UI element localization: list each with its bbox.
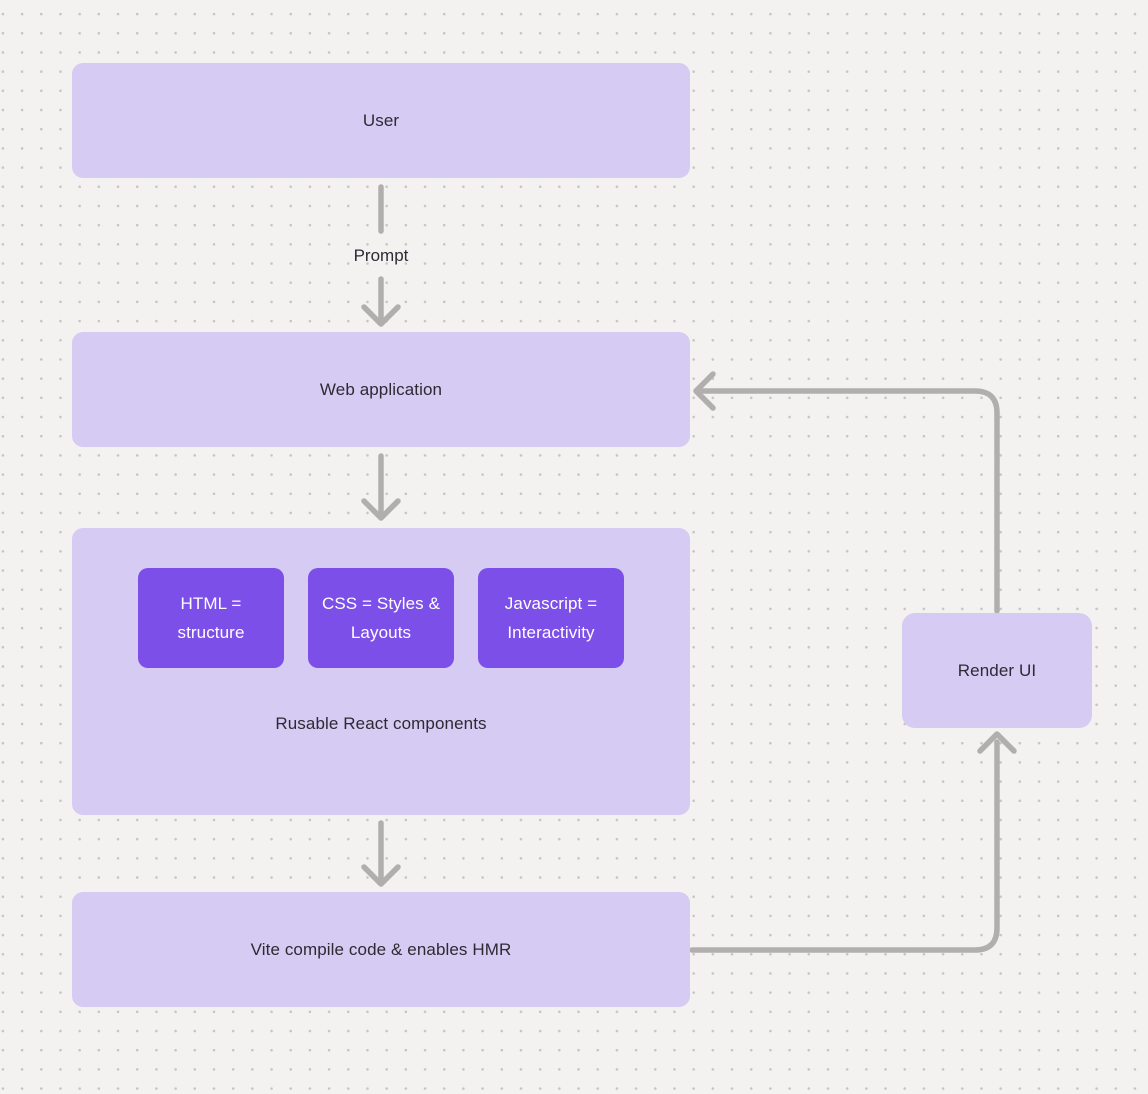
node-css: CSS = Styles & Layouts bbox=[308, 568, 454, 668]
node-render-ui-label: Render UI bbox=[957, 660, 1037, 680]
edge-label-prompt: Prompt bbox=[353, 246, 409, 265]
node-vite: Vite compile code & enables HMR bbox=[72, 892, 690, 1007]
edge-user-webapp-arrowhead bbox=[361, 304, 401, 327]
edge-vite-renderui-shaft bbox=[689, 739, 1000, 953]
node-web-application: Web application bbox=[72, 332, 690, 447]
node-html-label: HTML = structure bbox=[177, 594, 245, 642]
node-web-application-label: Web application bbox=[319, 379, 443, 399]
node-javascript-label: Javascript = Interactivity bbox=[504, 594, 598, 642]
node-javascript: Javascript = Interactivity bbox=[478, 568, 624, 668]
node-user: User bbox=[72, 63, 690, 178]
components-row: HTML = structure CSS = Styles & Layouts … bbox=[138, 568, 624, 668]
edge-vite-renderui-arrowhead bbox=[977, 731, 1017, 754]
node-react-components-label: Rusable React components bbox=[275, 714, 487, 733]
node-react-components: HTML = structure CSS = Styles & Layouts … bbox=[72, 528, 690, 815]
edge-webapp-components-arrowhead bbox=[361, 498, 401, 521]
node-user-label: User bbox=[362, 110, 400, 130]
node-css-label: CSS = Styles & Layouts bbox=[321, 594, 441, 642]
node-vite-label: Vite compile code & enables HMR bbox=[250, 939, 512, 959]
edge-components-vite-arrowhead bbox=[361, 864, 401, 887]
node-html: HTML = structure bbox=[138, 568, 284, 668]
edge-renderui-webapp-arrowhead bbox=[693, 371, 716, 411]
node-render-ui: Render UI bbox=[902, 613, 1092, 728]
edge-renderui-webapp-shaft bbox=[700, 388, 1000, 614]
